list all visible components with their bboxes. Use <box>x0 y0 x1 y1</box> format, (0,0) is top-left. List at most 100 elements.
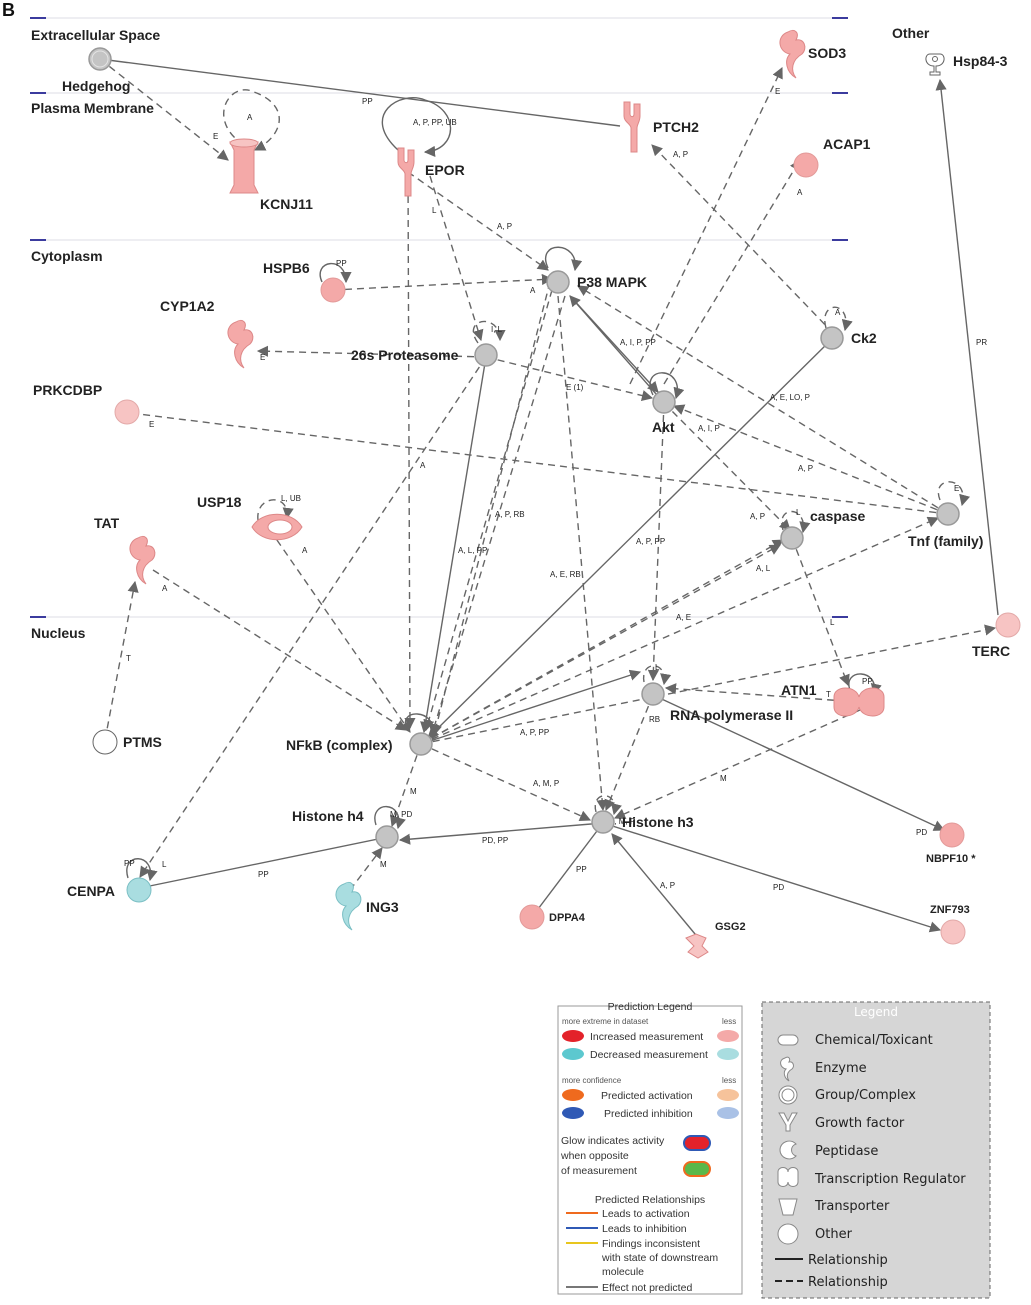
svg-text:USP18: USP18 <box>197 494 242 510</box>
node-nfkb-complex[interactable]: NFkB (complex) <box>286 732 433 756</box>
svg-text:A, P: A, P <box>798 464 813 473</box>
svg-text:PR: PR <box>976 338 987 347</box>
prediction-legend: Prediction Legend more extreme in datase… <box>557 1001 743 1295</box>
svg-text:of measurement: of measurement <box>561 1165 637 1177</box>
svg-text:PD: PD <box>916 828 927 837</box>
svg-text:Glow indicates activity: Glow indicates activity <box>561 1135 665 1147</box>
svg-text:CYP1A2: CYP1A2 <box>160 298 215 314</box>
node-cyp1a2[interactable]: CYP1A2 <box>160 298 254 369</box>
svg-text:A: A <box>797 188 803 197</box>
node-caspase[interactable]: caspase <box>780 508 865 550</box>
node-acap1[interactable]: ACAP1 <box>793 136 871 178</box>
svg-text:more confidence: more confidence <box>562 1076 622 1085</box>
svg-text:TAT: TAT <box>94 515 120 531</box>
svg-text:Increased measurement: Increased measurement <box>590 1031 703 1043</box>
node-ptch2[interactable]: PTCH2 <box>623 101 699 153</box>
svg-text:T: T <box>126 654 131 663</box>
node-tnf-family[interactable]: Tnf (family) <box>908 502 983 549</box>
node-akt[interactable]: Akt <box>652 390 676 435</box>
svg-text:A, E, LO, P: A, E, LO, P <box>770 393 810 402</box>
node-histone-h3[interactable]: Histone h3 <box>591 810 694 834</box>
layer-markers <box>30 17 848 618</box>
node-ck2[interactable]: Ck2 <box>820 326 877 350</box>
svg-text:A: A <box>162 584 168 593</box>
svg-text:26s Proteasome: 26s Proteasome <box>351 347 459 363</box>
node-nbpf10[interactable]: NBPF10 * <box>926 822 976 865</box>
node-znf793[interactable]: ZNF793 <box>930 904 970 945</box>
svg-text:Peptidase: Peptidase <box>815 1144 878 1159</box>
svg-text:EPOR: EPOR <box>425 162 465 178</box>
layer-plasma-membrane: Plasma Membrane <box>31 100 154 116</box>
svg-text:Predicted inhibition: Predicted inhibition <box>604 1108 693 1120</box>
svg-text:PP: PP <box>862 677 873 686</box>
node-tat[interactable]: TAT <box>94 515 156 585</box>
svg-text:E: E <box>213 132 218 141</box>
svg-text:PTMS: PTMS <box>123 734 162 750</box>
svg-text:HSPB6: HSPB6 <box>263 260 310 276</box>
svg-text:PRKCDBP: PRKCDBP <box>33 382 102 398</box>
svg-text:Enzyme: Enzyme <box>815 1061 867 1076</box>
svg-text:A, E, RB: A, E, RB <box>550 570 581 579</box>
node-sod3[interactable]: SOD3 <box>779 29 846 79</box>
svg-text:Effect not predicted: Effect not predicted <box>602 1282 692 1294</box>
svg-text:less: less <box>722 1076 736 1085</box>
svg-text:Transporter: Transporter <box>814 1199 890 1214</box>
node-dppa4[interactable]: DPPA4 <box>519 904 586 930</box>
svg-text:KCNJ11: KCNJ11 <box>260 196 313 212</box>
node-ptms[interactable]: PTMS <box>92 729 162 755</box>
svg-text:PD, PP: PD, PP <box>482 836 508 845</box>
node-epor[interactable]: EPOR <box>397 147 465 197</box>
svg-text:PTCH2: PTCH2 <box>653 119 699 135</box>
layer-cytoplasm: Cytoplasm <box>31 248 103 264</box>
node-gsg2[interactable]: GSG2 <box>685 921 746 959</box>
edge-labels: PP E A A, P, PP, UB A, P L A, P E A PP A… <box>124 87 987 892</box>
node-ing3[interactable]: ING3 <box>335 881 399 931</box>
svg-text:Hedgehog: Hedgehog <box>62 78 130 94</box>
svg-text:M: M <box>410 787 417 796</box>
svg-text:NFkB (complex): NFkB (complex) <box>286 737 393 753</box>
svg-text:less: less <box>722 1017 736 1026</box>
svg-text:A, P, RB: A, P, RB <box>495 510 525 519</box>
node-hsp84-3[interactable]: Hsp84-3 <box>925 53 1008 76</box>
svg-text:A, L, PP: A, L, PP <box>458 546 487 555</box>
node-atn1[interactable]: ATN1 <box>781 682 885 717</box>
node-rna-polymerase-ii[interactable]: RNA polymerase II <box>641 682 793 723</box>
svg-text:PP: PP <box>362 97 373 106</box>
svg-text:M: M <box>380 860 387 869</box>
svg-text:E: E <box>775 87 780 96</box>
node-kcnj11[interactable]: KCNJ11 <box>229 138 313 212</box>
node-histone-h4[interactable]: Histone h4 <box>292 808 399 849</box>
svg-text:E: E <box>260 353 265 362</box>
svg-text:PP: PP <box>336 259 347 268</box>
svg-text:M: M <box>720 774 727 783</box>
svg-text:Predicted Relationships: Predicted Relationships <box>595 1194 705 1206</box>
svg-text:molecule: molecule <box>602 1266 644 1278</box>
svg-text:A, M, P: A, M, P <box>609 817 635 826</box>
svg-text:Leads to activation: Leads to activation <box>602 1208 690 1220</box>
node-26s-proteasome[interactable]: 26s Proteasome <box>351 343 498 367</box>
node-cenpa[interactable]: CENPA <box>67 877 152 903</box>
node-p38-mapk[interactable]: P38 MAPK <box>546 270 647 294</box>
node-hspb6[interactable]: HSPB6 <box>263 260 346 303</box>
svg-text:Ck2: Ck2 <box>851 330 877 346</box>
node-usp18[interactable]: USP18 <box>197 494 303 541</box>
svg-text:L: L <box>162 860 167 869</box>
panel-letter: B <box>2 0 15 20</box>
svg-text:Growth factor: Growth factor <box>815 1116 905 1131</box>
svg-text:Hsp84-3: Hsp84-3 <box>953 53 1008 69</box>
svg-text:E (1): E (1) <box>566 383 584 392</box>
svg-text:L: L <box>432 206 437 215</box>
svg-text:PP: PP <box>576 865 587 874</box>
svg-text:Prediction Legend: Prediction Legend <box>608 1001 693 1013</box>
svg-text:CENPA: CENPA <box>67 883 115 899</box>
node-terc[interactable]: TERC <box>972 612 1021 659</box>
svg-text:A, P: A, P <box>660 881 675 890</box>
svg-text:Legend: Legend <box>854 1005 898 1019</box>
node-hedgehog[interactable]: Hedgehog <box>62 47 130 94</box>
svg-text:A: A <box>530 286 536 295</box>
svg-text:Tnf (family): Tnf (family) <box>908 533 983 549</box>
svg-text:Histone h4: Histone h4 <box>292 808 364 824</box>
node-prkcdbp[interactable]: PRKCDBP <box>33 382 140 425</box>
svg-text:A, P: A, P <box>497 222 512 231</box>
svg-text:T: T <box>826 690 831 699</box>
